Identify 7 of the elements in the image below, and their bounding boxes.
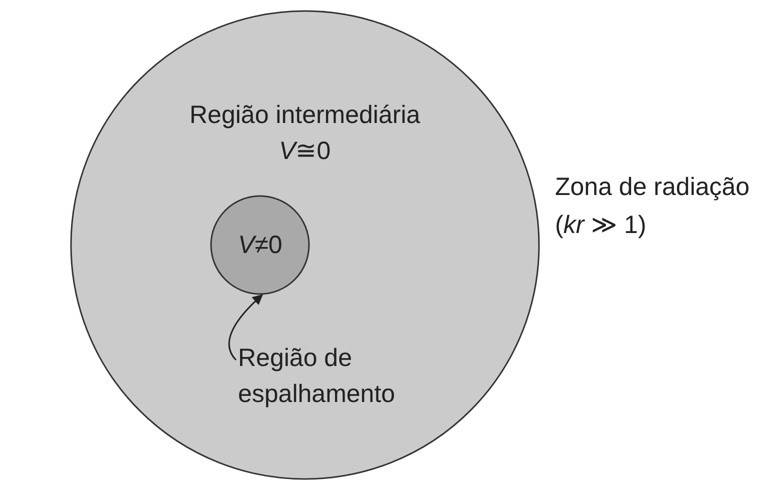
region-label: Região de espalhamento xyxy=(238,343,396,410)
potential-label: V≅0 xyxy=(279,136,331,166)
condition-label: (kr ≫ 1) xyxy=(555,210,646,240)
zone-label: Zona de radiação xyxy=(555,172,750,202)
leader-arrow xyxy=(228,294,263,360)
potential-label: V≠0 xyxy=(238,230,282,260)
region-label: Região intermediária xyxy=(190,100,420,130)
